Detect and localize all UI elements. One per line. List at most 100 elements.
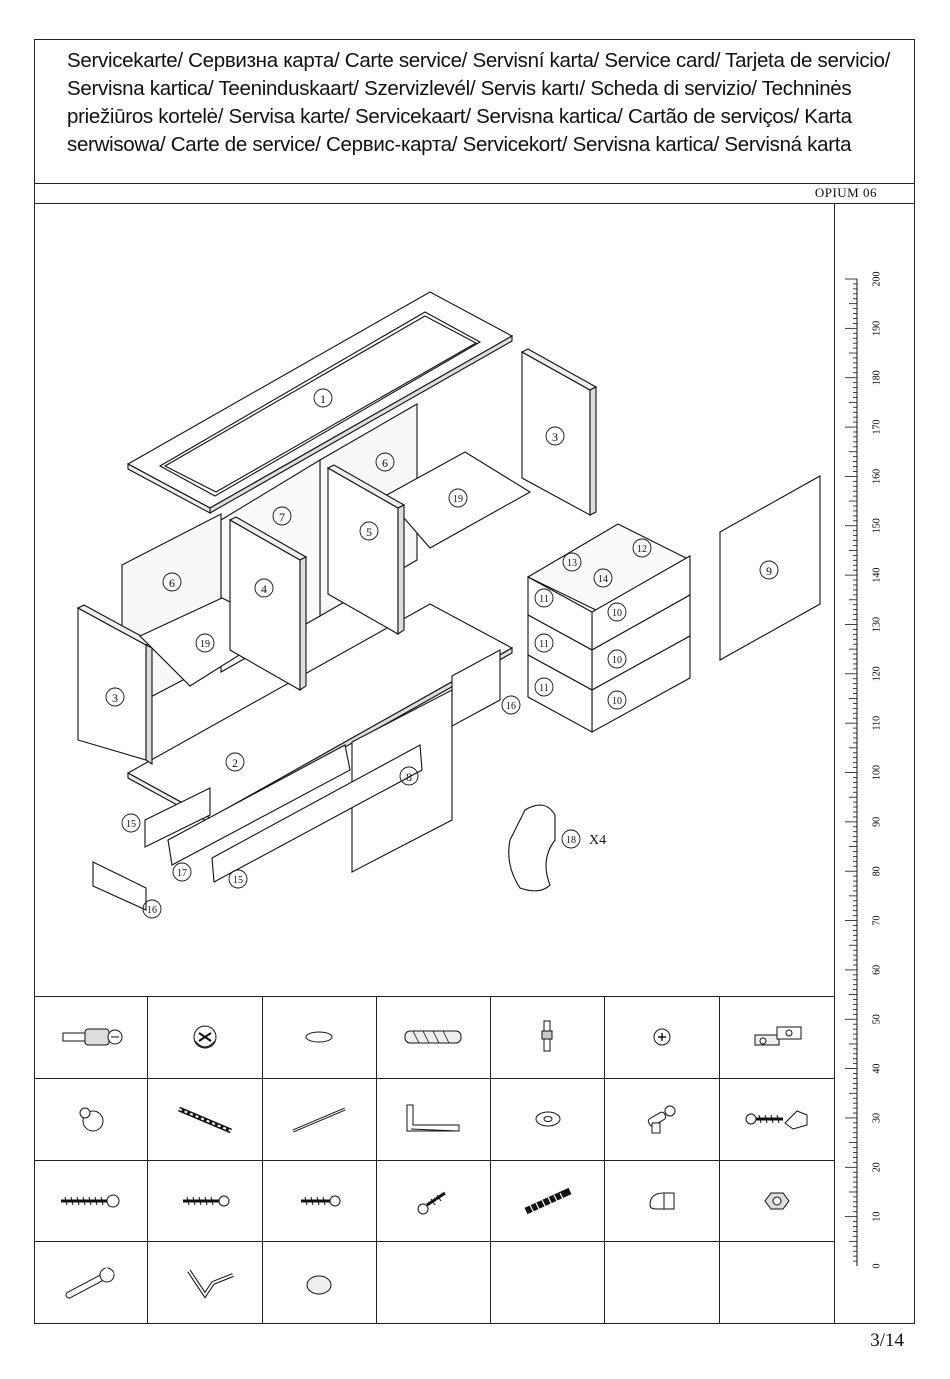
label-part-6a: 6	[169, 576, 175, 590]
label-part-14: 14	[598, 574, 608, 585]
hardware-cell	[491, 997, 606, 1079]
small-screw-icon	[417, 1191, 447, 1215]
hardware-cell-empty	[377, 1242, 492, 1324]
hinge-icon	[754, 1026, 802, 1046]
ruler-label: 50	[871, 1014, 882, 1024]
part-15b-shape	[211, 744, 423, 883]
ruler-column: 200 190 180 170 160 150 140 130 120 110 100 90 80 70 6…	[834, 204, 915, 1324]
hardware-cell	[262, 997, 377, 1079]
label-part-2: 2	[232, 756, 238, 770]
label-part-9: 9	[766, 564, 772, 578]
part-16a-shape	[451, 649, 501, 727]
page-frame	[34, 39, 915, 1324]
knob-icon	[79, 1107, 104, 1132]
allen-key-icon	[187, 1270, 234, 1299]
ruler-label: 120	[871, 666, 882, 681]
label-part-17: 17	[177, 868, 187, 879]
label-part-10a: 10	[612, 608, 622, 619]
ruler-label: 190	[871, 321, 882, 336]
hardware-cell	[605, 997, 720, 1079]
label-part-3b: 3	[552, 430, 558, 444]
hardware-cell	[719, 1161, 834, 1243]
long-screw-icon	[60, 1194, 120, 1208]
part-17-shape	[167, 744, 351, 866]
label-part-1: 1	[320, 392, 326, 406]
label-part-5: 5	[366, 525, 372, 539]
ruler-label: 70	[871, 916, 882, 926]
label-part-11c: 11	[539, 683, 549, 694]
label-part-3a: 3	[112, 691, 118, 705]
oval-washer-icon	[305, 1031, 333, 1043]
hardware-cell-empty	[605, 1242, 720, 1324]
drawer-runner-icon	[177, 1106, 232, 1134]
ruler-label: 180	[871, 370, 882, 385]
wood-dowel-icon	[404, 1030, 462, 1044]
threaded-rod-icon	[524, 1187, 572, 1215]
label-part-19a: 19	[200, 639, 210, 650]
ruler-label: 20	[871, 1162, 882, 1172]
label-part-10b: 10	[612, 655, 622, 666]
label-part-12: 12	[637, 544, 647, 555]
hardware-cell	[491, 1078, 606, 1161]
hardware-cell	[34, 997, 149, 1079]
ruler-label: 90	[871, 817, 882, 827]
hardware-cell	[262, 1078, 377, 1161]
hardware-cell	[34, 1160, 149, 1243]
label-part-16a: 16	[506, 701, 516, 712]
label-part-6b: 6	[382, 456, 388, 470]
label-part-11a: 11	[539, 594, 549, 605]
label-part-18: 18	[566, 835, 576, 846]
shelf-pin-icon	[541, 1020, 553, 1052]
model-bar: OPIUM 06	[34, 184, 915, 204]
cross-screw-icon	[653, 1028, 671, 1046]
header: Servicekarte/ Сервизна карта/ Carte serv…	[34, 39, 915, 184]
nut-icon	[764, 1192, 790, 1210]
cover-cap-icon	[306, 1275, 332, 1295]
part-9-shape	[719, 475, 821, 661]
part-15a-shape	[144, 787, 211, 848]
l-bracket-icon	[406, 1104, 460, 1132]
page-title: Servicekarte/ Сервизна карта/ Carte serv…	[67, 49, 891, 156]
ruler-label: 60	[871, 965, 882, 975]
height-ruler: 200 190 180 170 160 150 140 130 120 110 100 90 80 70 6…	[845, 272, 882, 1269]
page-number: 3/14	[870, 1330, 904, 1351]
label-part-18-qty: X4	[589, 833, 606, 848]
ruler-label: 160	[871, 469, 882, 484]
hardware-cell	[148, 1078, 263, 1161]
hardware-cell	[376, 997, 492, 1079]
short-screw-icon	[301, 1195, 341, 1207]
hardware-cell	[34, 1078, 149, 1161]
hardware-cell	[148, 1242, 263, 1324]
ruler-label: 200	[871, 272, 882, 287]
ruler-label: 140	[871, 568, 882, 583]
ruler-label: 110	[871, 716, 882, 731]
hardware-cell	[376, 1160, 492, 1243]
hardware-cell-empty	[720, 1242, 834, 1324]
hardware-cell	[148, 1160, 263, 1243]
ruler-label: 100	[871, 765, 882, 780]
label-part-16b: 16	[147, 905, 157, 916]
label-part-7: 7	[279, 510, 285, 524]
hardware-grid	[34, 996, 834, 1324]
hardware-cell	[491, 1160, 606, 1243]
part-18-shape	[508, 804, 556, 892]
slide-rail-icon	[292, 1107, 346, 1133]
ruler-label: 10	[871, 1212, 882, 1222]
wrench-icon	[65, 1267, 115, 1299]
part-19b-shape	[384, 451, 532, 549]
hardware-cell	[605, 1160, 720, 1243]
hardware-cell	[34, 1242, 149, 1324]
ruler-label: 80	[871, 866, 882, 876]
hardware-cell	[148, 997, 263, 1079]
hardware-cell	[719, 1079, 834, 1161]
hardware-cell	[262, 1160, 377, 1243]
cam-lock-icon	[193, 1025, 217, 1049]
round-cap-icon	[649, 1192, 675, 1210]
ruler-label: 130	[871, 617, 882, 632]
screw-with-clip-icon	[745, 1110, 808, 1130]
medium-screw-icon	[182, 1195, 230, 1207]
connector-pin-icon	[647, 1105, 676, 1134]
label-part-10c: 10	[612, 696, 622, 707]
ruler-label: 170	[871, 420, 882, 435]
ruler-label: 150	[871, 518, 882, 533]
